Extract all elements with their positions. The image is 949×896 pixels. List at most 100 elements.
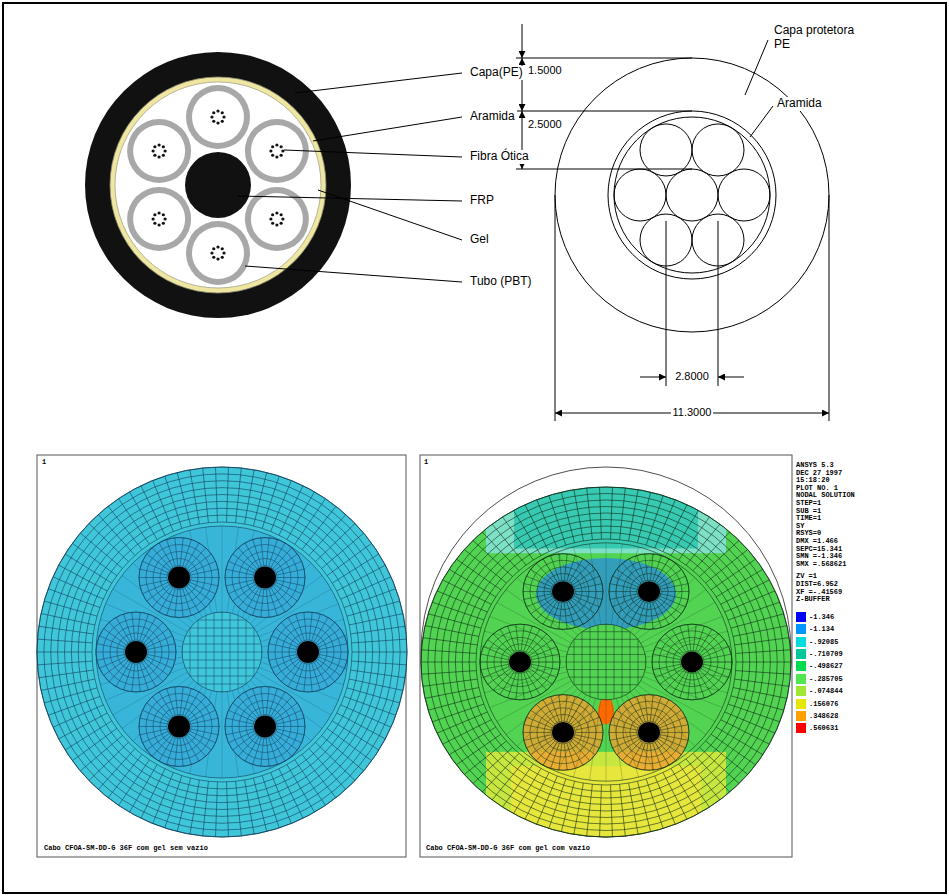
solver-info: ZV =1 — [796, 573, 817, 581]
mesh-line — [650, 695, 653, 721]
mesh-line — [159, 692, 173, 716]
mesh-line — [309, 664, 312, 692]
mesh-line — [425, 688, 479, 699]
mesh-line — [573, 739, 596, 755]
legend-swatch — [796, 612, 806, 622]
fiber-region — [168, 715, 190, 737]
mesh-line — [449, 569, 496, 597]
mesh-line — [226, 580, 253, 586]
tube-mesh — [139, 686, 219, 766]
mesh-line — [175, 687, 178, 715]
mesh-line — [532, 654, 559, 660]
fiber-region — [254, 715, 276, 737]
mesh-line — [271, 588, 285, 612]
fiber-dot — [210, 115, 213, 118]
mesh-line — [295, 760, 326, 806]
mesh-line — [492, 524, 526, 565]
mesh-line — [526, 737, 552, 748]
mesh-line — [319, 636, 345, 647]
mesh-line — [622, 704, 641, 724]
mesh-line — [140, 718, 167, 724]
mesh-line — [268, 612, 348, 692]
mesh-line — [731, 614, 784, 628]
mesh-line — [524, 673, 533, 698]
mesh-line — [233, 554, 256, 570]
fiber-dot — [153, 222, 156, 225]
mesh-line — [663, 773, 687, 820]
leader-line — [750, 106, 773, 137]
mesh-line — [575, 732, 603, 733]
fiber-dot — [269, 217, 272, 220]
fiber-dot — [275, 211, 278, 214]
mesh-line — [437, 712, 487, 733]
mesh-line — [574, 783, 584, 834]
mesh-line — [610, 735, 637, 741]
solver-info: ANSYS 5.3 — [796, 462, 834, 470]
mesh-line — [526, 672, 540, 695]
mesh-line — [610, 584, 637, 590]
mesh-line — [37, 467, 407, 837]
mesh-line — [561, 492, 574, 542]
solver-info: SUB =1 — [796, 508, 821, 516]
mesh-line — [97, 644, 124, 650]
mesh-line — [341, 577, 391, 599]
mesh-line — [704, 654, 731, 660]
mesh-line — [493, 634, 512, 654]
mesh-line — [569, 700, 583, 723]
mesh-line — [53, 705, 103, 727]
stress-region — [609, 695, 689, 771]
mesh-line — [571, 704, 590, 724]
mesh-line — [296, 614, 305, 641]
mesh-line — [245, 543, 259, 567]
solver-info: DIST=6.952 — [796, 581, 838, 589]
mesh-line — [203, 468, 209, 523]
mesh-line — [277, 729, 304, 735]
mesh-line — [736, 650, 791, 654]
mesh-line — [571, 741, 590, 761]
mesh-line — [653, 743, 662, 768]
plot-panel — [37, 455, 406, 857]
mesh-line — [271, 737, 285, 761]
mesh-line — [349, 679, 403, 690]
tube-region — [609, 554, 689, 630]
mesh-line — [320, 654, 347, 660]
mesh-line — [139, 726, 167, 727]
mesh-line — [686, 759, 720, 800]
mesh-line — [238, 697, 257, 718]
mesh-line — [516, 624, 519, 650]
fiber-dot — [212, 256, 215, 259]
mesh-line — [182, 652, 262, 653]
dimension-value: 1.5000 — [526, 64, 564, 77]
dimension-line — [555, 413, 829, 414]
mesh-line — [659, 739, 682, 755]
mesh-line — [711, 559, 755, 590]
mesh-line — [421, 662, 476, 663]
mesh-line — [637, 602, 646, 627]
outline — [555, 58, 829, 332]
mesh-line — [663, 505, 687, 552]
mesh-line — [182, 676, 262, 677]
fiber-dot — [162, 154, 165, 157]
mesh-line — [261, 738, 264, 766]
mesh-line — [96, 612, 176, 692]
tube-region — [139, 686, 219, 766]
mesh-line — [253, 472, 266, 525]
mesh-line — [704, 662, 732, 663]
mesh-line — [89, 523, 129, 561]
tube-region — [225, 686, 305, 766]
mesh-line — [679, 764, 710, 807]
mesh-line — [622, 600, 641, 620]
mesh-line — [612, 737, 638, 748]
mesh-line — [620, 488, 626, 540]
mesh-line — [262, 776, 279, 828]
mesh-line — [655, 776, 676, 824]
leader-line — [238, 196, 462, 201]
mesh-line — [481, 664, 508, 670]
fiber-dot — [153, 154, 156, 157]
mesh-line — [462, 526, 750, 798]
tube-gel — [133, 125, 185, 177]
mesh-line — [721, 580, 770, 604]
mesh-line — [423, 679, 477, 686]
mesh-line — [672, 629, 686, 652]
mesh-line — [464, 550, 506, 583]
